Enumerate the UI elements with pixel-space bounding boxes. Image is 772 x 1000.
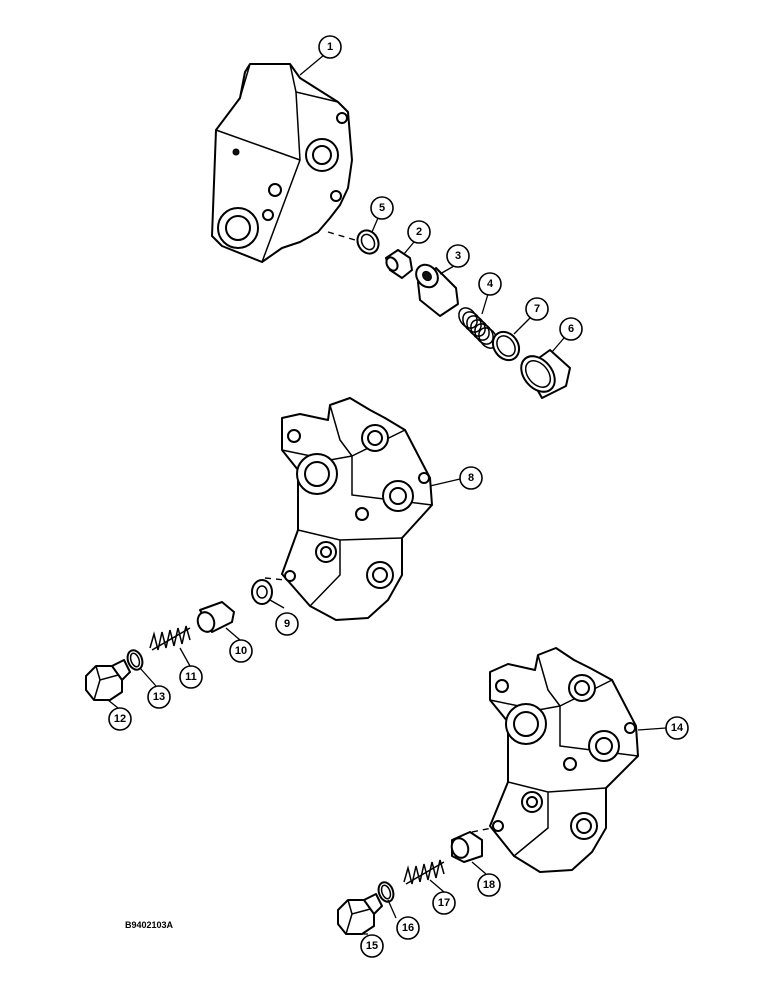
- callout-12: 12: [108, 707, 132, 731]
- callout-label: 9: [284, 618, 290, 630]
- figure-id: B9402103A: [125, 920, 174, 930]
- callout-label: 15: [366, 940, 378, 952]
- callout-14: 14: [665, 716, 689, 740]
- callout-label: 16: [402, 922, 414, 934]
- callout-label: 5: [379, 202, 385, 214]
- callout-18: 18: [477, 873, 501, 897]
- callout-label: 12: [114, 713, 126, 725]
- callout-15: 15: [360, 934, 384, 958]
- callout-16: 16: [396, 916, 420, 940]
- callout-label: 13: [153, 691, 165, 703]
- callout-label: 1: [327, 41, 333, 53]
- poppet-part-2: [385, 249, 413, 279]
- valve-section-part-8: [264, 397, 433, 621]
- plug-part-15: [337, 893, 383, 935]
- backup-ring-part-5: [356, 229, 380, 255]
- callout-label: 4: [487, 278, 494, 290]
- callout-label: 7: [534, 303, 540, 315]
- callout-label: 11: [185, 671, 197, 683]
- callout-17: 17: [432, 891, 456, 915]
- callout-label: 17: [438, 897, 450, 909]
- callout-5: 5: [370, 196, 394, 220]
- callout-7: 7: [525, 297, 549, 321]
- seat-part-9: [251, 579, 273, 605]
- callout-label: 18: [483, 879, 495, 891]
- callout-9: 9: [275, 612, 299, 636]
- callout-2: 2: [407, 220, 431, 244]
- spring-part-11: [149, 625, 191, 651]
- callout-4: 4: [478, 272, 502, 296]
- callout-label: 6: [568, 323, 574, 335]
- poppet-part-18: [450, 831, 483, 863]
- callout-8: 8: [459, 466, 483, 490]
- valve-housing-part-1: [211, 63, 356, 263]
- leader-lines: [107, 54, 667, 935]
- poppet-part-10: [196, 601, 235, 633]
- valve-section-part-14: [471, 647, 639, 873]
- callout-label: 8: [468, 472, 474, 484]
- callout-label: 2: [416, 226, 422, 238]
- plug-part-12: [85, 659, 131, 701]
- callout-13: 13: [147, 685, 171, 709]
- o-ring-part-7: [491, 330, 521, 362]
- callout-10: 10: [229, 639, 253, 663]
- callout-label: 3: [455, 250, 461, 262]
- callout-1: 1: [318, 35, 342, 59]
- callout-6: 6: [559, 317, 583, 341]
- o-ring-part-13: [126, 649, 144, 671]
- callout-label: 14: [671, 722, 684, 734]
- callout-label: 10: [235, 645, 247, 657]
- spring-part-17: [403, 859, 445, 885]
- o-ring-part-16: [377, 881, 395, 903]
- poppet-body-part-3: [415, 263, 459, 317]
- callout-11: 11: [179, 665, 203, 689]
- plug-part-6: [520, 349, 571, 399]
- callout-3: 3: [446, 244, 470, 268]
